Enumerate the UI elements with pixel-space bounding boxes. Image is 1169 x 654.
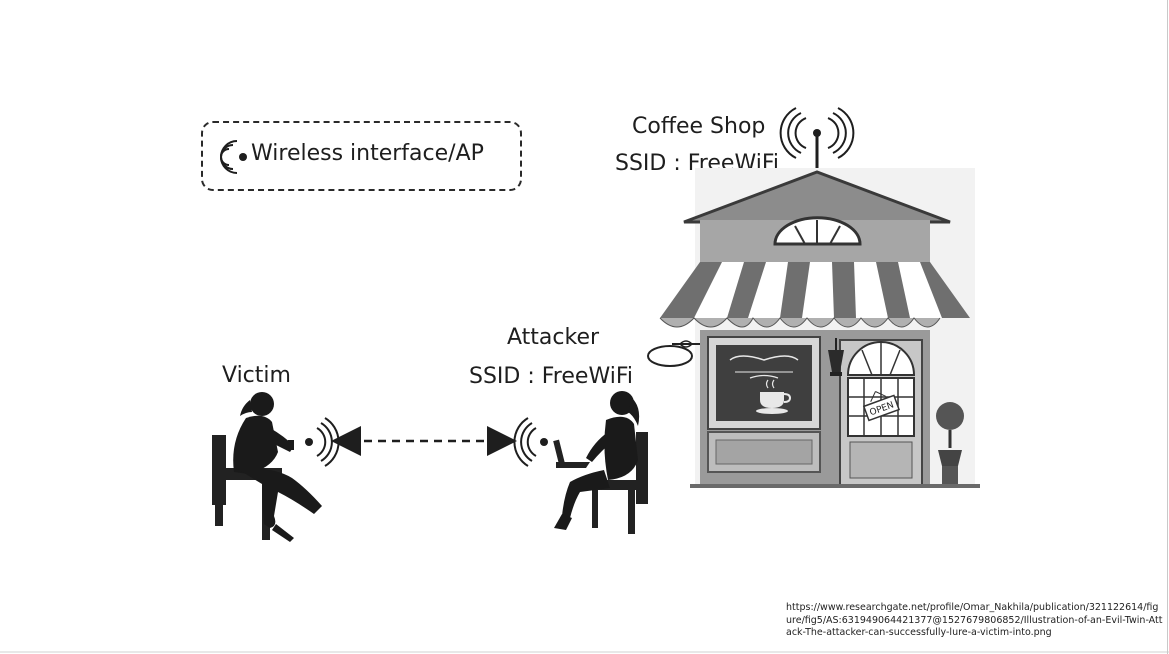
open-sign: OPEN	[862, 391, 900, 422]
page-edge	[1167, 0, 1168, 654]
hanging-sign-icon	[647, 340, 700, 367]
wall-lamp-icon	[828, 338, 844, 376]
attacker-ssid: SSID : FreeWiFi	[469, 364, 633, 389]
attacker-name: Attacker	[507, 325, 600, 350]
victim-figure	[212, 392, 322, 542]
coffee-shop-name: Coffee Shop	[632, 114, 766, 139]
wireless-ap-icon	[220, 140, 247, 174]
potted-plant-icon	[936, 402, 964, 484]
coffee-shop-building: OPEN	[647, 168, 980, 488]
victim-name: Victim	[222, 363, 291, 388]
victim-wireless-icon	[305, 417, 340, 467]
legend-label: Wireless interface/AP	[251, 141, 484, 166]
coffee-shop-antenna-icon	[779, 107, 855, 176]
striped-awning	[659, 262, 970, 328]
attacker-figure	[553, 391, 648, 534]
source-url: https://www.researchgate.net/profile/Oma…	[786, 602, 1163, 638]
attacker-wireless-icon	[513, 417, 548, 467]
legend-box: Wireless interface/AP	[201, 121, 522, 191]
